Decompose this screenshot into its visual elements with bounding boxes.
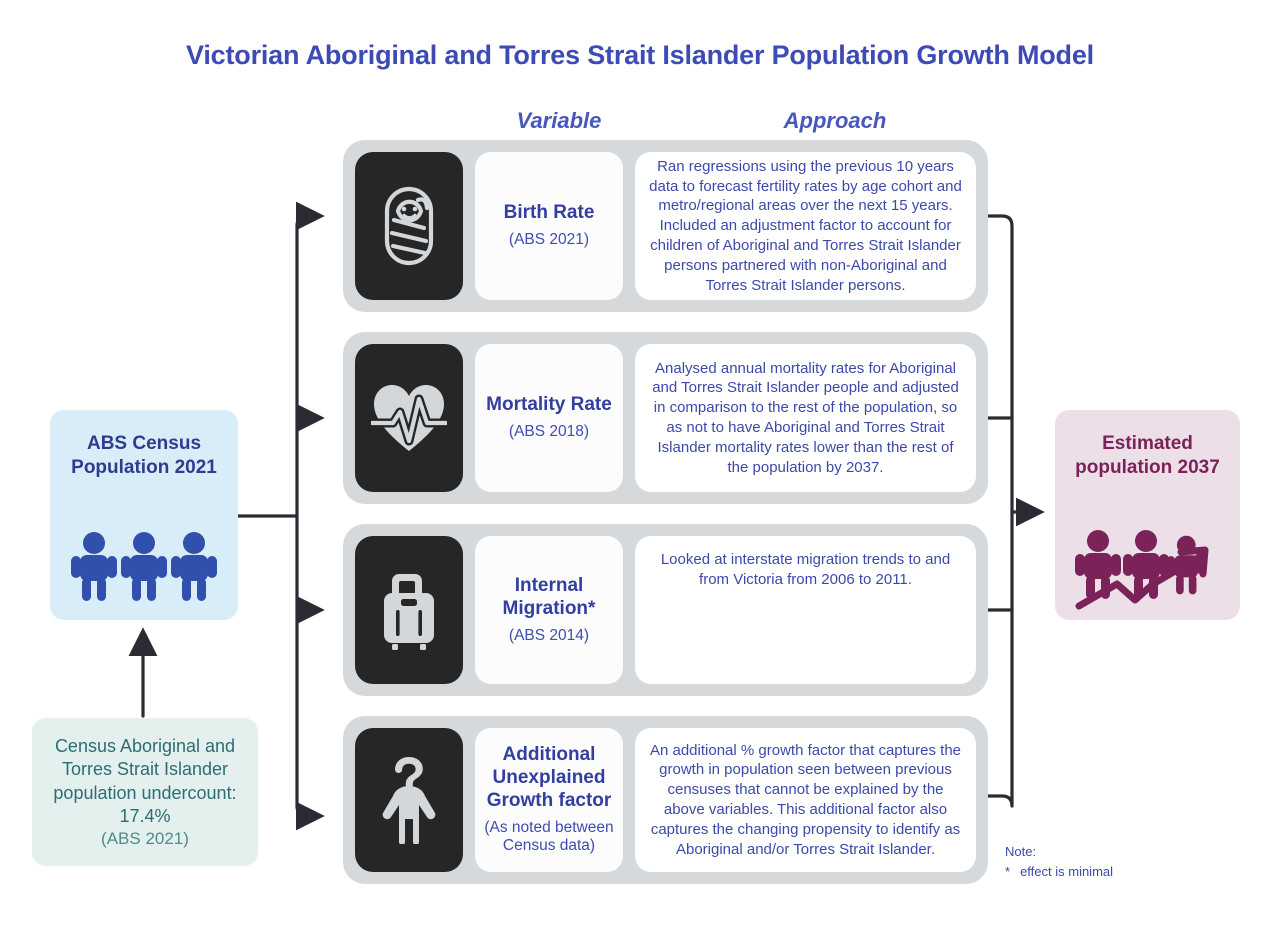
variable-card: Internal Migration* (ABS 2014): [475, 536, 623, 684]
variable-row: Birth Rate (ABS 2021) Ran regressions us…: [343, 140, 988, 312]
page-title: Victorian Aboriginal and Torres Strait I…: [186, 40, 1094, 70]
variable-source: (ABS 2014): [508, 626, 590, 644]
census-undercount-box: Census Aboriginal and Torres Strait Isla…: [32, 718, 258, 866]
footnote: Note: * effect is minimal: [1005, 842, 1255, 881]
suitcase-icon: [355, 536, 463, 684]
approach-card: Looked at interstate migration trends to…: [635, 536, 976, 684]
footnote-text: effect is minimal: [1020, 863, 1114, 879]
variable-source: (ABS 2021): [508, 231, 590, 249]
approach-text: Looked at interstate migration trends to…: [660, 551, 951, 588]
variable-card: Mortality Rate (ABS 2018): [475, 344, 623, 492]
estimated-population-box: Estimated population 2037: [1055, 410, 1240, 620]
footnote-heading: Note:: [1005, 844, 1037, 859]
abs-census-population-box: ABS Census Population 2021: [50, 410, 238, 620]
person-question-icon: [355, 728, 463, 872]
variable-name: Mortality Rate: [486, 394, 612, 416]
variable-row: Internal Migration* (ABS 2014) Looked at…: [343, 524, 988, 696]
approach-text: An additional % growth factor that captu…: [649, 741, 961, 858]
abs-census-label: ABS Census Population 2021: [71, 433, 217, 478]
variable-row: Additional Unexplained Growth factor (As…: [343, 716, 988, 884]
approach-card: An additional % growth factor that captu…: [635, 728, 976, 872]
column-header-variable: Variable: [516, 108, 602, 133]
approach-text: Analysed annual mortality rates for Abor…: [652, 359, 959, 476]
variable-card: Birth Rate (ABS 2021): [475, 152, 623, 300]
column-header-approach: Approach: [783, 108, 887, 133]
variable-name: Additional Unexplained Growth factor: [486, 744, 612, 811]
footnote-marker: *: [1005, 863, 1011, 879]
heart-pulse-icon: [355, 344, 463, 492]
undercount-source: (ABS 2021): [101, 829, 189, 849]
three-people-icon: [50, 530, 238, 602]
approach-card: Analysed annual mortality rates for Abor…: [635, 344, 976, 492]
variable-card: Additional Unexplained Growth factor (As…: [475, 728, 623, 872]
variable-row: Mortality Rate (ABS 2018) Analysed annua…: [343, 332, 988, 504]
approach-card: Ran regressions using the previous 10 ye…: [635, 152, 976, 300]
variable-source: (ABS 2018): [508, 423, 590, 441]
variable-name: Birth Rate: [503, 202, 595, 224]
variable-source: (As noted between Census data): [484, 818, 614, 855]
estimated-population-label: Estimated population 2037: [1075, 433, 1220, 478]
swaddled-baby-icon: [355, 152, 463, 300]
undercount-label: Census Aboriginal and Torres Strait Isla…: [53, 735, 237, 826]
variable-name: Internal Migration*: [502, 574, 596, 619]
approach-text: Ran regressions using the previous 10 ye…: [649, 157, 962, 294]
people-growth-arrow-icon: [1055, 522, 1240, 610]
